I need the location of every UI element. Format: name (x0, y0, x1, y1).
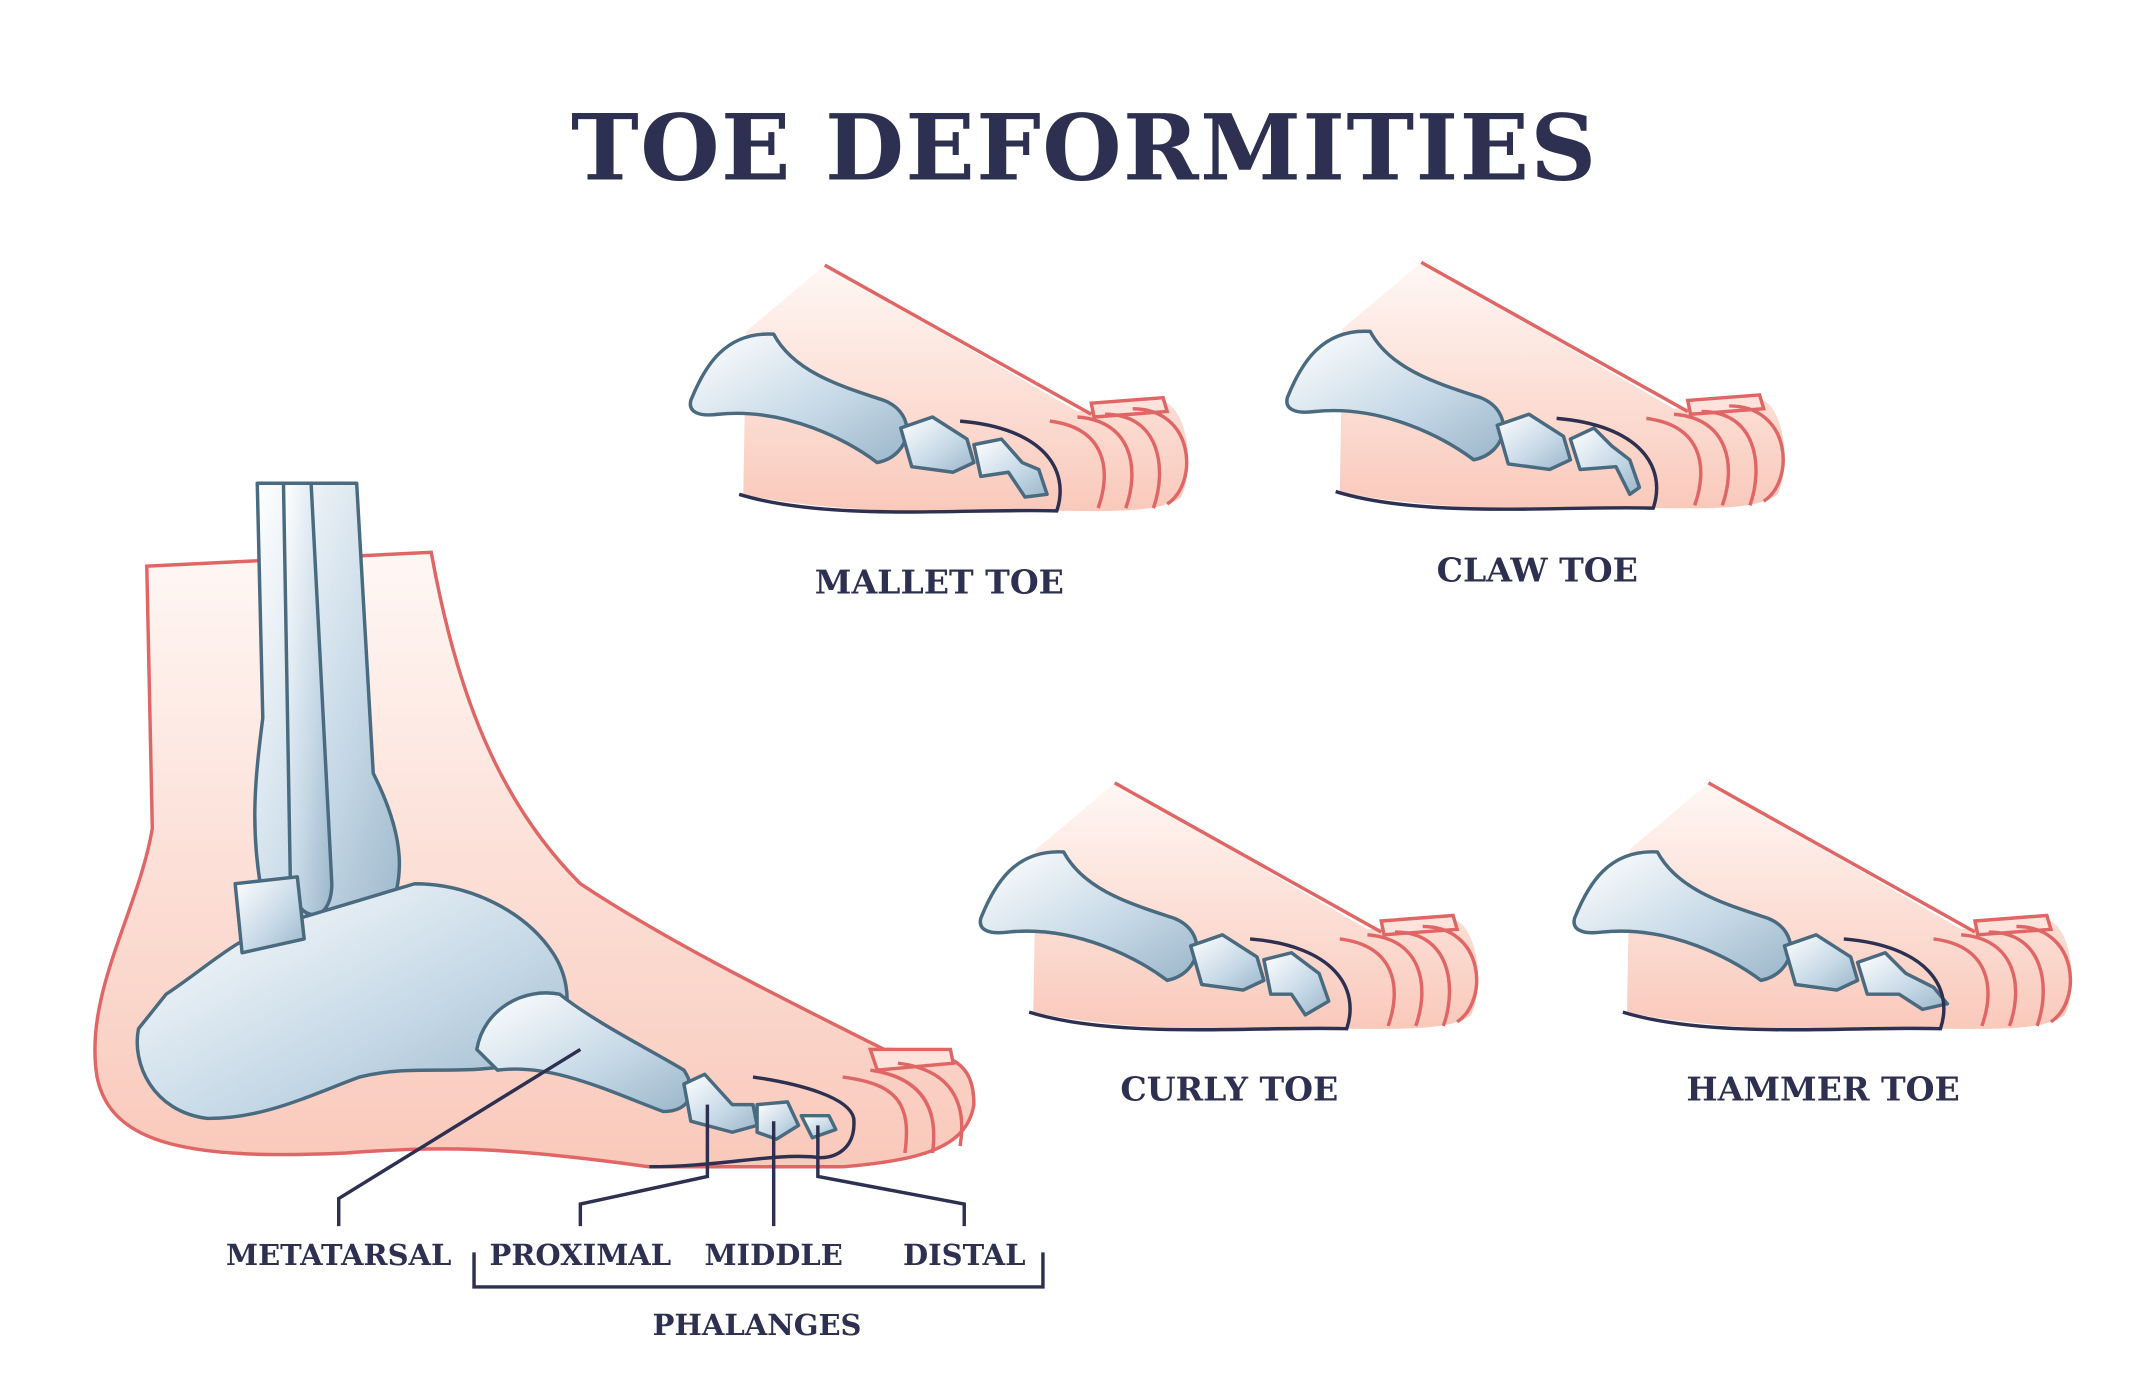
label-curly-toe: CURLY TOE (1120, 1070, 1338, 1109)
toe-top-outline (1707, 781, 1976, 934)
label-proximal: PROXIMAL (490, 1238, 672, 1272)
distal-phalanges (1568, 426, 1642, 497)
label-distal: DISTAL (903, 1238, 1025, 1272)
toe-top-outline (1113, 781, 1383, 934)
toe-ink-outline (1028, 937, 1352, 1032)
proximal-phalanx (1495, 412, 1573, 472)
toe-outlines (1933, 924, 2072, 1027)
toe-ink-outline (1622, 937, 1946, 1032)
toe-ink-outline (738, 419, 1062, 514)
label-mallet-toe: MALLET TOE (815, 563, 1064, 602)
curly-toe-illustration (978, 781, 1479, 1032)
toe-top-outline (823, 263, 1093, 416)
distal-phalanges (972, 437, 1049, 499)
distal-phalanges (1262, 951, 1331, 1017)
proximal-phalanx (682, 1072, 759, 1134)
foot-anatomy-illustration (93, 481, 1045, 1289)
label-metatarsal: METATARSAL (226, 1238, 451, 1272)
toe-skin (1339, 262, 1785, 510)
distal-phalanges (1855, 951, 1950, 1012)
toe-skin (1033, 782, 1479, 1031)
phalanges-bracket (472, 1252, 1045, 1289)
label-middle: MIDDLE (704, 1238, 842, 1272)
proximal-phalanx (1782, 933, 1860, 992)
leader-distal (816, 1125, 966, 1227)
toe-ink-outline (1335, 416, 1659, 511)
toe-outline-red (842, 1061, 964, 1154)
toe-nails (867, 1047, 956, 1072)
page-title: TOE DEFORMITIES (571, 95, 1598, 202)
toe-skin (743, 265, 1189, 513)
toe-skin (1627, 782, 2072, 1031)
toe-outlines (1339, 924, 1479, 1027)
talus-bone (233, 875, 306, 955)
label-hammer-toe: HAMMER TOE (1686, 1070, 1959, 1109)
toe-outlines (1049, 406, 1189, 509)
toe-top-outline (1420, 260, 1689, 413)
proximal-phalanx (1188, 933, 1266, 992)
label-claw-toe: CLAW TOE (1437, 550, 1638, 589)
middle-phalanx (755, 1100, 801, 1141)
leader-metatarsal (336, 1047, 582, 1227)
mallet-toe-illustration (688, 263, 1189, 514)
label-phalanges: PHALANGES (653, 1308, 862, 1342)
hammer-toe-illustration (1572, 781, 2072, 1032)
proximal-phalanx (898, 415, 976, 474)
toe-outlines (1646, 404, 1785, 506)
claw-toe-illustration (1285, 260, 1785, 511)
leader-proximal (578, 1104, 710, 1227)
metatarsal-bone (475, 991, 693, 1114)
toe-outline (649, 1075, 856, 1169)
